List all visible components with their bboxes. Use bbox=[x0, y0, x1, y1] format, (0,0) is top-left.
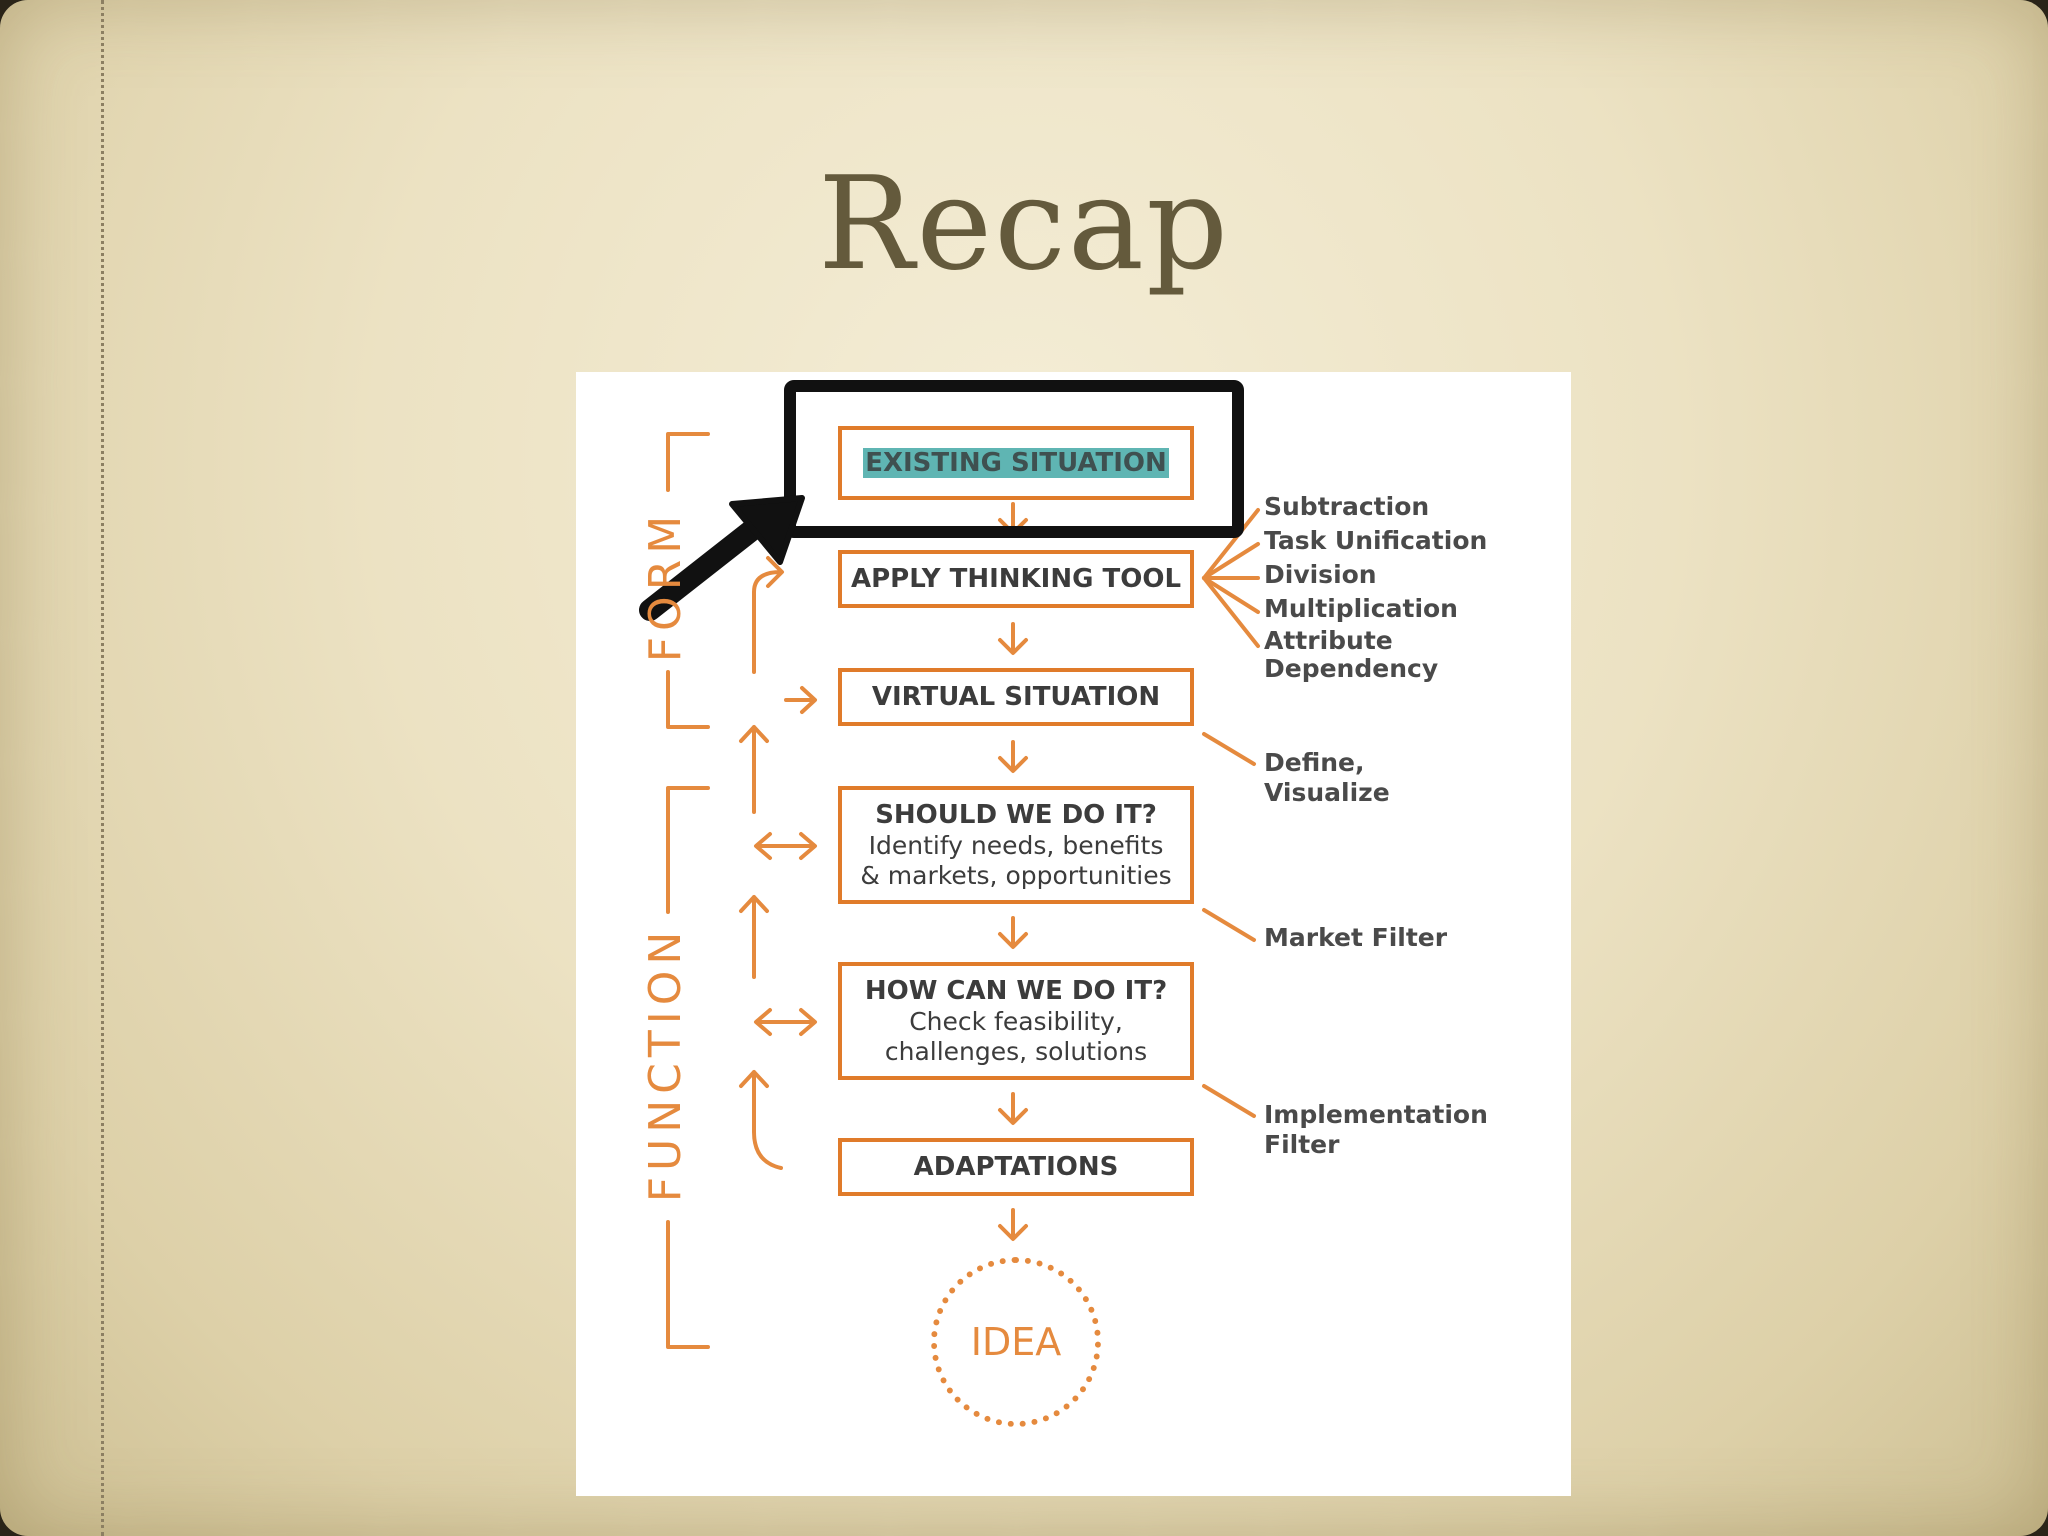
annotation-implementation-1: Implementation bbox=[1264, 1100, 1488, 1129]
diagram-graphics bbox=[639, 380, 1260, 1349]
diagram-panel: FORM FUNCTION EXISTING SITUATION APPLY T… bbox=[576, 372, 1571, 1496]
step-adaptations: ADAPTATIONS bbox=[838, 1138, 1194, 1196]
annotation-virtual: Define, Visualize bbox=[1264, 748, 1390, 808]
stitched-border bbox=[101, 0, 104, 1536]
function-bracket-top bbox=[666, 786, 710, 914]
step-title-adaptations: ADAPTATIONS bbox=[913, 1151, 1119, 1182]
step-detail-how-1: Check feasibility, bbox=[909, 1006, 1123, 1036]
tool-multiplication: Multiplication bbox=[1264, 594, 1458, 623]
step-title-how: HOW CAN WE DO IT? bbox=[864, 975, 1168, 1006]
function-bracket-bottom bbox=[666, 1220, 710, 1349]
tool-attribute: Attribute bbox=[1264, 626, 1393, 655]
step-virtual-situation: VIRTUAL SITUATION bbox=[838, 668, 1194, 726]
step-detail-should-1: Identify needs, benefits bbox=[868, 830, 1164, 860]
annotation-define: Define, bbox=[1264, 748, 1365, 777]
form-label: FORM bbox=[640, 509, 691, 663]
slide-title: Recap bbox=[817, 150, 1231, 299]
tool-subtraction: Subtraction bbox=[1264, 492, 1430, 521]
step-should-we-do-it: SHOULD WE DO IT? Identify needs, benefit… bbox=[838, 786, 1194, 904]
tool-task-unification: Task Unification bbox=[1264, 526, 1488, 555]
step-detail-how-2: challenges, solutions bbox=[884, 1036, 1148, 1066]
annotation-implementation-2: Filter bbox=[1264, 1130, 1340, 1159]
implementation-connector bbox=[1202, 1084, 1256, 1118]
step-existing-situation: EXISTING SITUATION bbox=[838, 426, 1194, 500]
idea-circle: IDEA bbox=[931, 1257, 1101, 1427]
annotation-market-filter: Market Filter bbox=[1264, 923, 1448, 952]
feedback-arrows bbox=[739, 556, 817, 1170]
tool-list: Subtraction Task Unification Division Mu… bbox=[1264, 490, 1487, 682]
annotation-implementation: Implementation Filter bbox=[1264, 1100, 1488, 1160]
step-title-apply: APPLY THINKING TOOL bbox=[850, 563, 1182, 594]
define-connector bbox=[1202, 732, 1256, 766]
tool-division: Division bbox=[1264, 560, 1377, 589]
form-bracket-top bbox=[666, 432, 710, 492]
step-apply-thinking-tool: APPLY THINKING TOOL bbox=[838, 550, 1194, 608]
function-label: FUNCTION bbox=[640, 925, 691, 1203]
tool-dependency: Dependency bbox=[1264, 654, 1439, 683]
step-detail-should-2: & markets, opportunities bbox=[860, 860, 1172, 890]
step-title-virtual: VIRTUAL SITUATION bbox=[871, 681, 1161, 712]
step-title-existing: EXISTING SITUATION bbox=[863, 447, 1169, 478]
form-bracket-bottom bbox=[666, 670, 710, 729]
tool-connectors bbox=[1202, 508, 1260, 648]
market-connector bbox=[1202, 908, 1256, 942]
callout-arrow bbox=[639, 495, 805, 621]
step-title-should: SHOULD WE DO IT? bbox=[875, 799, 1157, 830]
step-how-can-we-do-it: HOW CAN WE DO IT? Check feasibility, cha… bbox=[838, 962, 1194, 1080]
callout-box bbox=[784, 380, 1244, 538]
annotation-market: Market Filter bbox=[1264, 922, 1447, 954]
annotation-visualize: Visualize bbox=[1264, 778, 1390, 807]
